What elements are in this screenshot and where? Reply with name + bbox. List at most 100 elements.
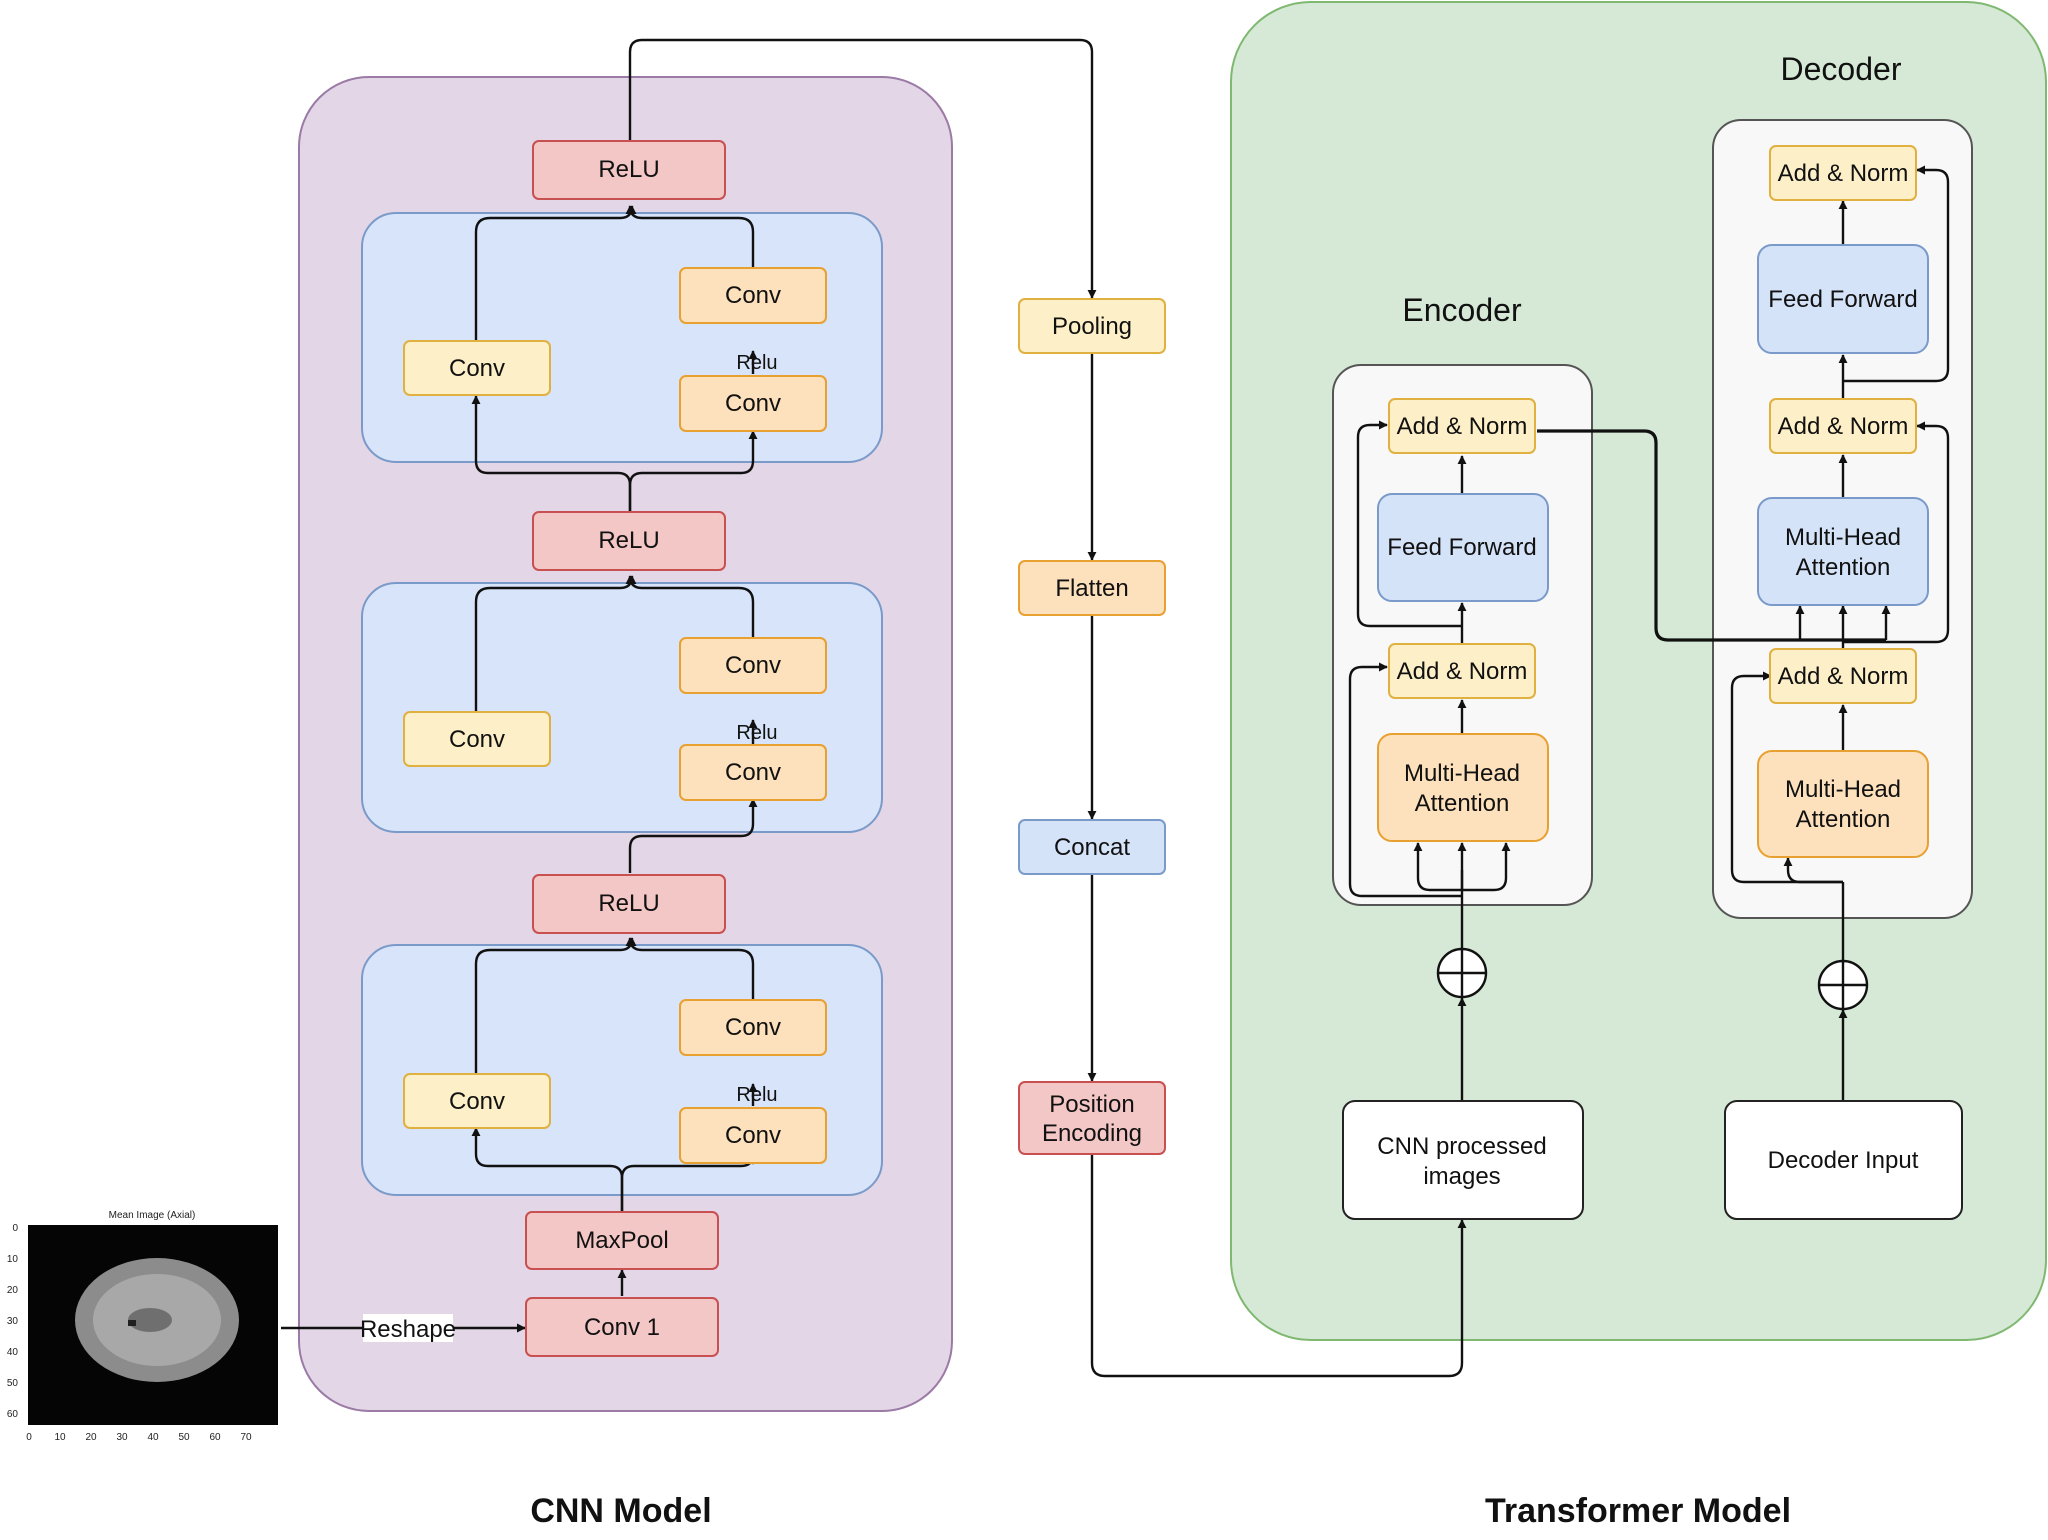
pooling-node	[1018, 298, 1166, 354]
decoder-mha-label-line2: Attention	[1796, 806, 1891, 833]
encoder-residual-1-arrow	[1348, 662, 1462, 898]
top-block-main-arrow	[628, 430, 758, 511]
decoder-add-norm-top-label: Add & Norm	[1778, 160, 1909, 187]
position-encoding-node	[1018, 1081, 1166, 1155]
encoder-input-label-line2: images	[1423, 1163, 1500, 1190]
decoder-multi-head-attention-node	[1757, 750, 1929, 858]
top-block-merge-right	[625, 205, 755, 267]
encoder-feed-forward-label: Feed Forward	[1387, 534, 1536, 561]
reshape-label: Reshape	[360, 1316, 456, 1343]
x-tick: 10	[54, 1432, 66, 1443]
bottom-block-merge-right	[625, 937, 755, 999]
conv-skip-label: Conv	[449, 726, 505, 753]
conv1-node	[525, 1297, 719, 1357]
reshape-label-bg	[363, 1314, 453, 1342]
encoder-qkv-branch-left	[1413, 842, 1462, 892]
decoder-add-norm-top-node	[1769, 145, 1917, 201]
conv-lower-label: Conv	[725, 390, 781, 417]
encoder-mha-label-line1: Multi-Head	[1404, 760, 1520, 787]
conv-lower-node	[679, 375, 827, 432]
conv1-label: Conv 1	[584, 1314, 660, 1341]
transformer-model-caption: Transformer Model	[1485, 1492, 1791, 1530]
decoder-sum-icon	[1817, 959, 1869, 1011]
conv-skip-label: Conv	[449, 1088, 505, 1115]
decoder-cross-mha-label-line1: Multi-Head	[1785, 524, 1901, 551]
y-tick: 30	[7, 1316, 19, 1327]
relu-mid-node	[532, 511, 726, 571]
relu-top-label: ReLU	[598, 156, 659, 183]
relu-to-pooling-arrow	[628, 38, 1097, 299]
decoder-qkv-branch-left	[1783, 857, 1843, 884]
conv-lower-label: Conv	[725, 759, 781, 786]
decoder-cross-mha-label-line2: Attention	[1796, 554, 1891, 581]
inset-title: Mean Image (Axial)	[109, 1210, 196, 1221]
encoder-add-norm-bottom-node	[1388, 643, 1536, 699]
conv-lower-node	[679, 1107, 827, 1164]
y-tick: 40	[7, 1347, 19, 1358]
middle-block-merge-right	[625, 575, 755, 637]
x-tick: 60	[209, 1432, 221, 1443]
encoder-sum-icon	[1436, 947, 1488, 999]
y-tick: 60	[7, 1409, 19, 1420]
brain-slice-marker	[128, 1320, 136, 1326]
pooling-label: Pooling	[1052, 313, 1132, 340]
conv-upper-label: Conv	[725, 282, 781, 309]
flatten-node	[1018, 560, 1166, 616]
middle-block-main-arrow	[628, 798, 758, 873]
position-to-encoder-input-arrow	[1090, 1155, 1467, 1378]
encoder-multi-head-attention-node	[1377, 733, 1549, 842]
conv-skip-label: Conv	[449, 355, 505, 382]
encoder-residual-2-arrow	[1356, 420, 1462, 628]
encoder-add-norm-top-label: Add & Norm	[1397, 413, 1528, 440]
decoder-feed-forward-node	[1757, 244, 1929, 354]
y-tick: 10	[7, 1254, 19, 1265]
x-tick: 0	[26, 1432, 32, 1443]
conv-upper-label: Conv	[725, 652, 781, 679]
x-tick: 50	[178, 1432, 190, 1443]
concat-label: Concat	[1054, 834, 1130, 861]
encoder-input-label-line1: CNN processed	[1377, 1133, 1546, 1160]
conv-upper-node	[679, 637, 827, 694]
top-block-skip-arrow	[471, 395, 632, 511]
decoder-title: Decoder	[1781, 51, 1902, 87]
maxpool-label: MaxPool	[575, 1227, 668, 1254]
conv-upper-node	[679, 999, 827, 1056]
decoder-add-norm-bottom-label: Add & Norm	[1778, 663, 1909, 690]
decoder-input-label: Decoder Input	[1768, 1147, 1919, 1174]
decoder-residual-3-arrow	[1843, 165, 1950, 383]
y-tick: 0	[12, 1223, 18, 1234]
conv-upper-node	[679, 267, 827, 324]
encoder-to-decoder-kv-line	[1537, 429, 1886, 642]
position-encoding-label-line2: Encoding	[1042, 1120, 1142, 1147]
conv-skip-node	[403, 1073, 551, 1129]
conv-upper-label: Conv	[725, 1014, 781, 1041]
decoder-residual-1-arrow	[1730, 671, 1843, 884]
decoder-cross-attention-node	[1757, 497, 1929, 606]
inset-y-ticks: 0 10 20 30 40 50 60	[7, 1223, 19, 1420]
bottom-block-skip-arrow	[471, 1127, 624, 1211]
encoder-qkv-branch-right	[1462, 842, 1511, 892]
position-encoding-label-line1: Position	[1049, 1091, 1134, 1118]
decoder-add-norm-mid-label: Add & Norm	[1778, 413, 1909, 440]
encoder-input-node	[1342, 1100, 1584, 1220]
encoder-add-norm-bottom-label: Add & Norm	[1397, 658, 1528, 685]
brain-slice-ventricles	[128, 1308, 172, 1332]
encoder-title: Encoder	[1402, 292, 1522, 328]
decoder-mha-label-line1: Multi-Head	[1785, 776, 1901, 803]
cnn-model-caption: CNN Model	[530, 1492, 711, 1530]
mean-image-inset: Mean Image (Axial) 0 10 20 30 40 50 60 0…	[7, 1210, 278, 1443]
encoder-feed-forward-node	[1377, 493, 1549, 602]
encoder-mha-label-line2: Attention	[1415, 790, 1510, 817]
relu-inline-label: Relu	[736, 1084, 777, 1106]
relu-bottom-node	[532, 874, 726, 934]
conv-lower-label: Conv	[725, 1122, 781, 1149]
x-tick: 20	[85, 1432, 97, 1443]
flatten-label: Flatten	[1055, 575, 1128, 602]
relu-inline-label: Relu	[736, 352, 777, 374]
relu-bottom-label: ReLU	[598, 890, 659, 917]
y-tick: 20	[7, 1285, 19, 1296]
encoder-add-norm-top-node	[1388, 398, 1536, 454]
inset-x-ticks: 0 10 20 30 40 50 60 70	[26, 1432, 252, 1443]
